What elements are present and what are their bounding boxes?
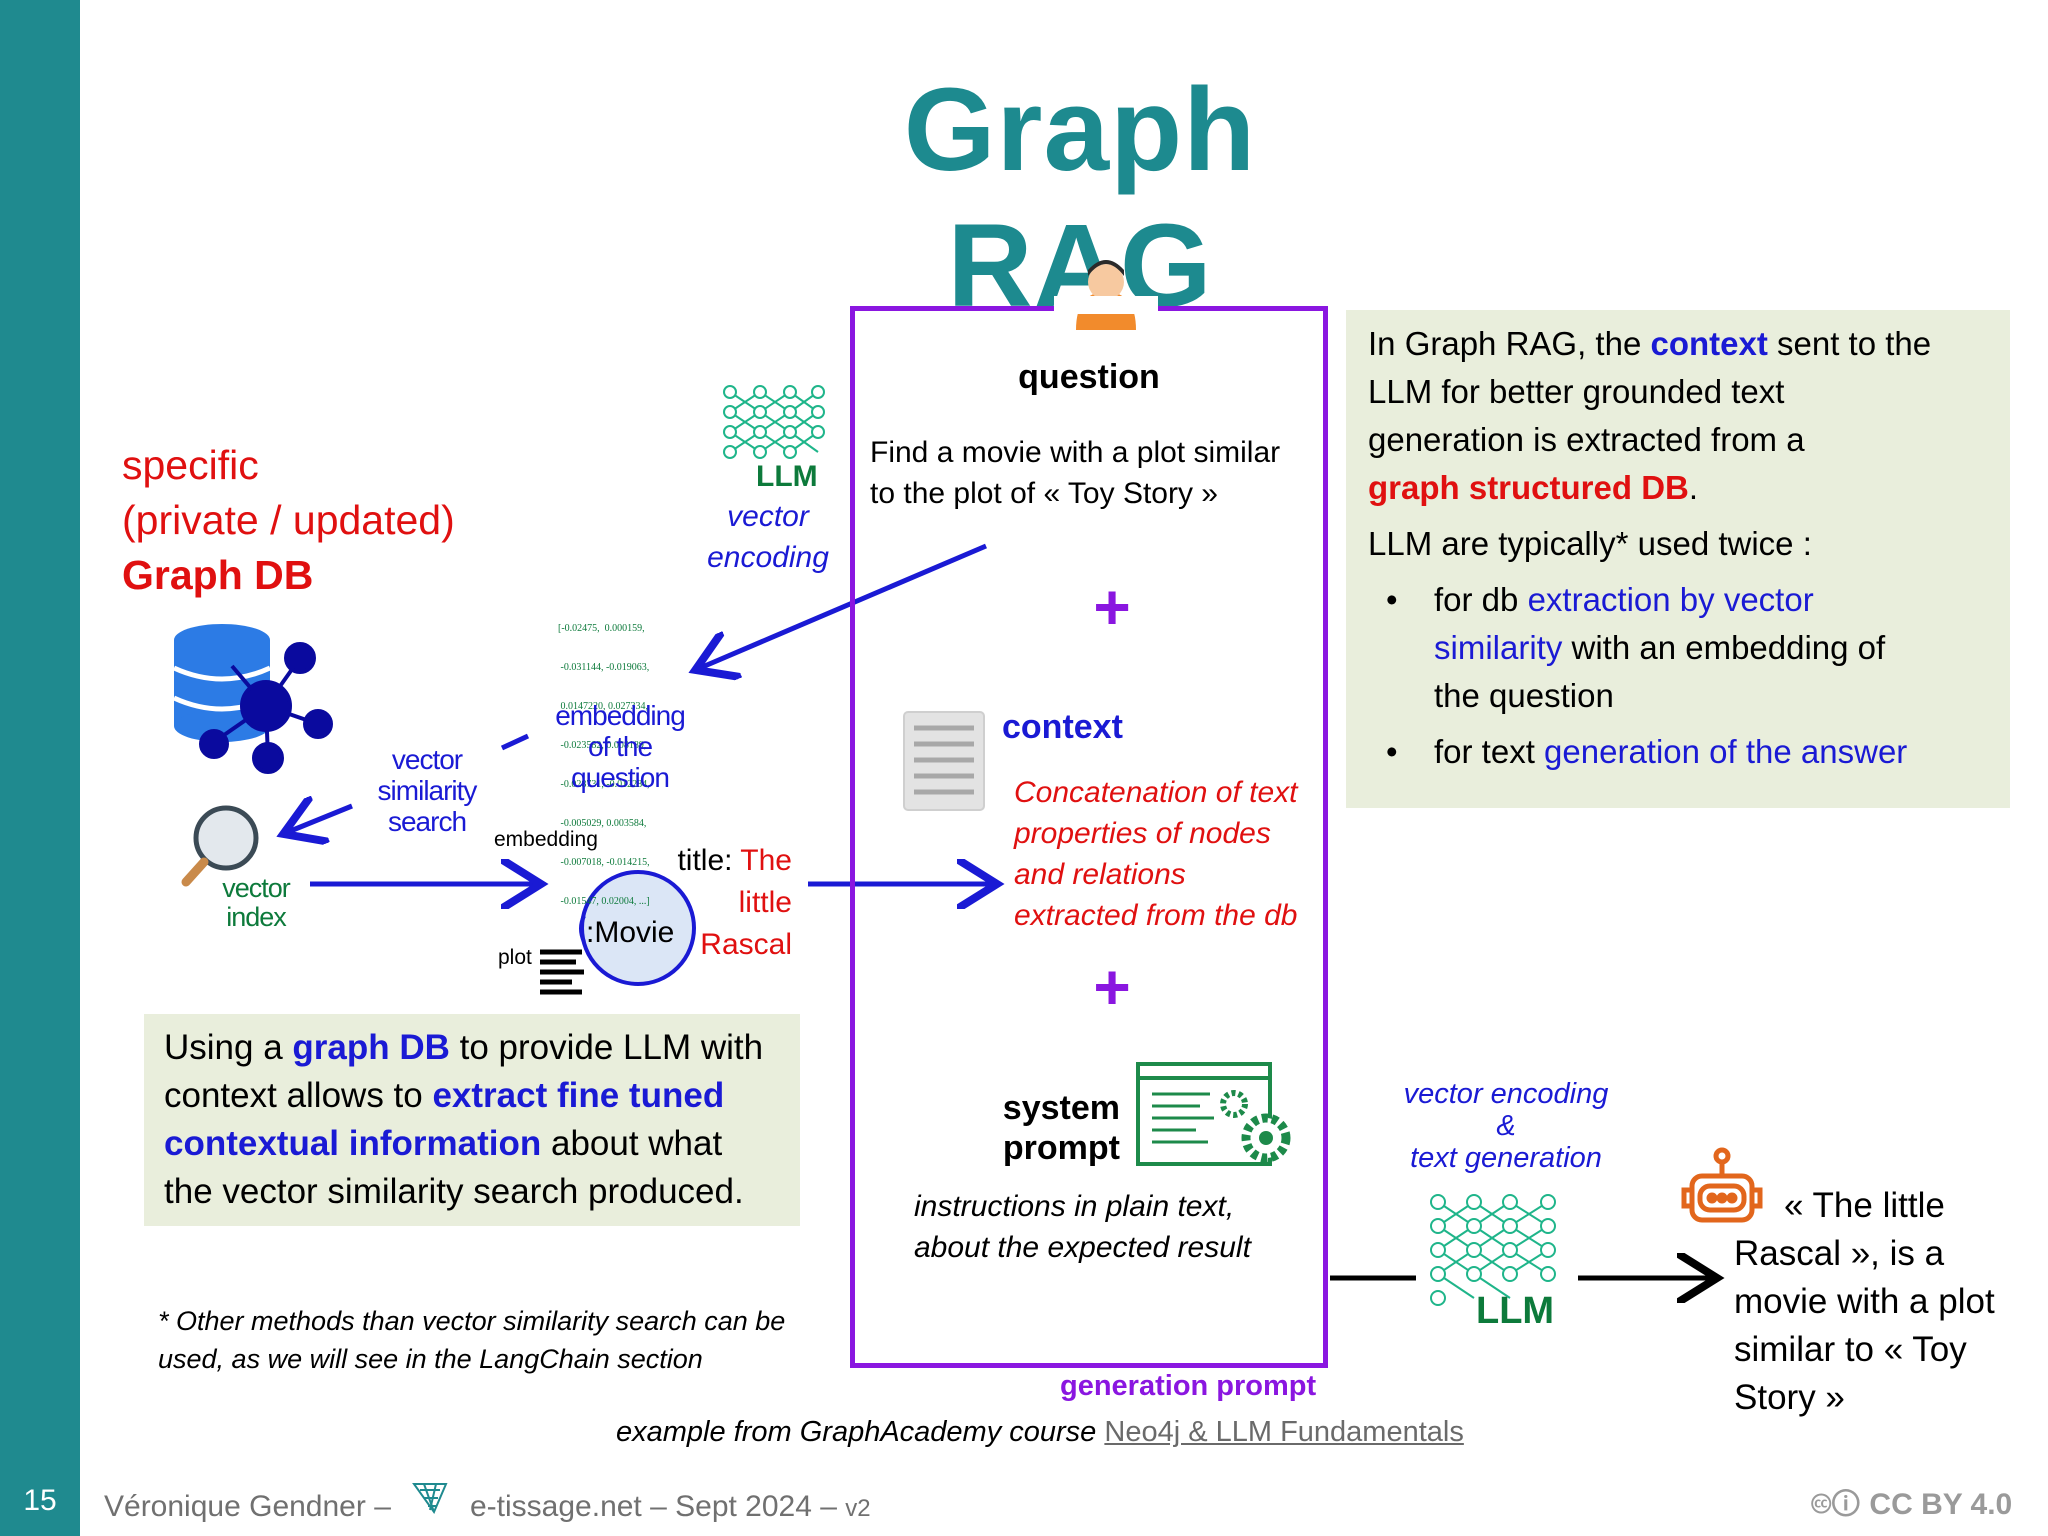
movie-title-property: title: The little Rascal bbox=[677, 844, 792, 961]
system-prompt-gear-icon bbox=[1136, 1062, 1291, 1166]
document-icon bbox=[903, 711, 985, 811]
vector-encoding-label: vector encoding bbox=[700, 496, 836, 578]
vector-index-label: vector index bbox=[222, 873, 291, 932]
footer-site: e-tissage.net – Sept 2024 – v2 bbox=[470, 1490, 871, 1523]
cc-icon: 🅭🛈 bbox=[1812, 1488, 1862, 1521]
embedding-of-question-label: embedding of the question bbox=[555, 700, 686, 793]
graph-db-label-line2: (private / updated) bbox=[122, 497, 455, 543]
graph-nodes-icon bbox=[199, 642, 333, 774]
slide-number: 15 bbox=[23, 1484, 57, 1517]
graph-db-benefit-box: Using a graph DB to provide LLM with con… bbox=[144, 1014, 800, 1226]
context-heading: context bbox=[1002, 708, 1123, 746]
plot-text-icon bbox=[540, 949, 584, 995]
embedding-small-label: embedding bbox=[494, 828, 598, 851]
neural-net-icon-top bbox=[723, 385, 825, 459]
graph-rag-explanation-box: In Graph RAG, the context sent to the LL… bbox=[1346, 310, 2010, 808]
plus-sign-2: + bbox=[1093, 951, 1131, 1023]
plot-label: plot bbox=[498, 946, 532, 969]
info-bullet-2: • for text generation of the answer bbox=[1386, 733, 1908, 770]
question-heading: question bbox=[1018, 358, 1160, 396]
graph-db-label: specific (private / updated) Graph DB bbox=[122, 438, 455, 603]
vector-similarity-search-label: vector similarity search bbox=[377, 744, 478, 837]
llm-label-top: LLM bbox=[756, 460, 818, 493]
magnifier-icon bbox=[181, 805, 259, 887]
context-text: Concatenation of text properties of node… bbox=[1014, 776, 1298, 932]
plus-sign-1: + bbox=[1093, 571, 1131, 643]
footer-author: Véronique Gendner – bbox=[104, 1490, 391, 1523]
neural-net-icon-bottom bbox=[1430, 1194, 1556, 1306]
robot-icon bbox=[1681, 1147, 1763, 1223]
instructions-text: instructions in plain text, about the ex… bbox=[914, 1190, 1251, 1264]
graph-db-label-line3: Graph DB bbox=[122, 552, 314, 598]
answer-text: « The little Rascal », is a movie with a… bbox=[1734, 1186, 1995, 1417]
info-bullet-1: • for db extraction by vector similarity… bbox=[1386, 581, 1886, 714]
footnote: * Other methods than vector similarity s… bbox=[158, 1306, 786, 1374]
vector-encoding-line2: encoding bbox=[707, 541, 829, 574]
movie-node-label: :Movie bbox=[586, 916, 675, 949]
question-text: Find a movie with a plot similar to the … bbox=[870, 436, 1281, 510]
course-link[interactable]: Neo4j & LLM Fundamentals bbox=[1104, 1416, 1464, 1448]
source-credit: example from GraphAcademy course Neo4j &… bbox=[616, 1416, 1464, 1448]
arrow-embedding-to-index bbox=[288, 806, 353, 832]
arrow-question-to-embedding bbox=[700, 543, 987, 668]
slide-sidebar bbox=[0, 0, 80, 1536]
e-tissage-logo bbox=[412, 1483, 448, 1515]
arrow-embedding-to-index-dash bbox=[500, 733, 530, 751]
graph-db-label-line1: specific bbox=[122, 442, 259, 488]
license-badge: 🅭🛈 CC BY 4.0 bbox=[1812, 1488, 2013, 1521]
movie-node-paren bbox=[579, 915, 586, 943]
prompt-box-gap bbox=[1054, 296, 1158, 314]
generation-prompt-label: generation prompt bbox=[1060, 1370, 1317, 1402]
embedding-vector-values: [-0.02475, 0.000159, -0.031144, -0.01906… bbox=[558, 623, 650, 907]
llm-label-bottom: LLM bbox=[1476, 1290, 1555, 1332]
vector-encoding-line1: vector bbox=[727, 500, 809, 533]
system-prompt-heading: system prompt bbox=[1002, 1089, 1120, 1167]
vector-encoding-text-generation-label: vector encoding & text generation bbox=[1403, 1078, 1609, 1174]
